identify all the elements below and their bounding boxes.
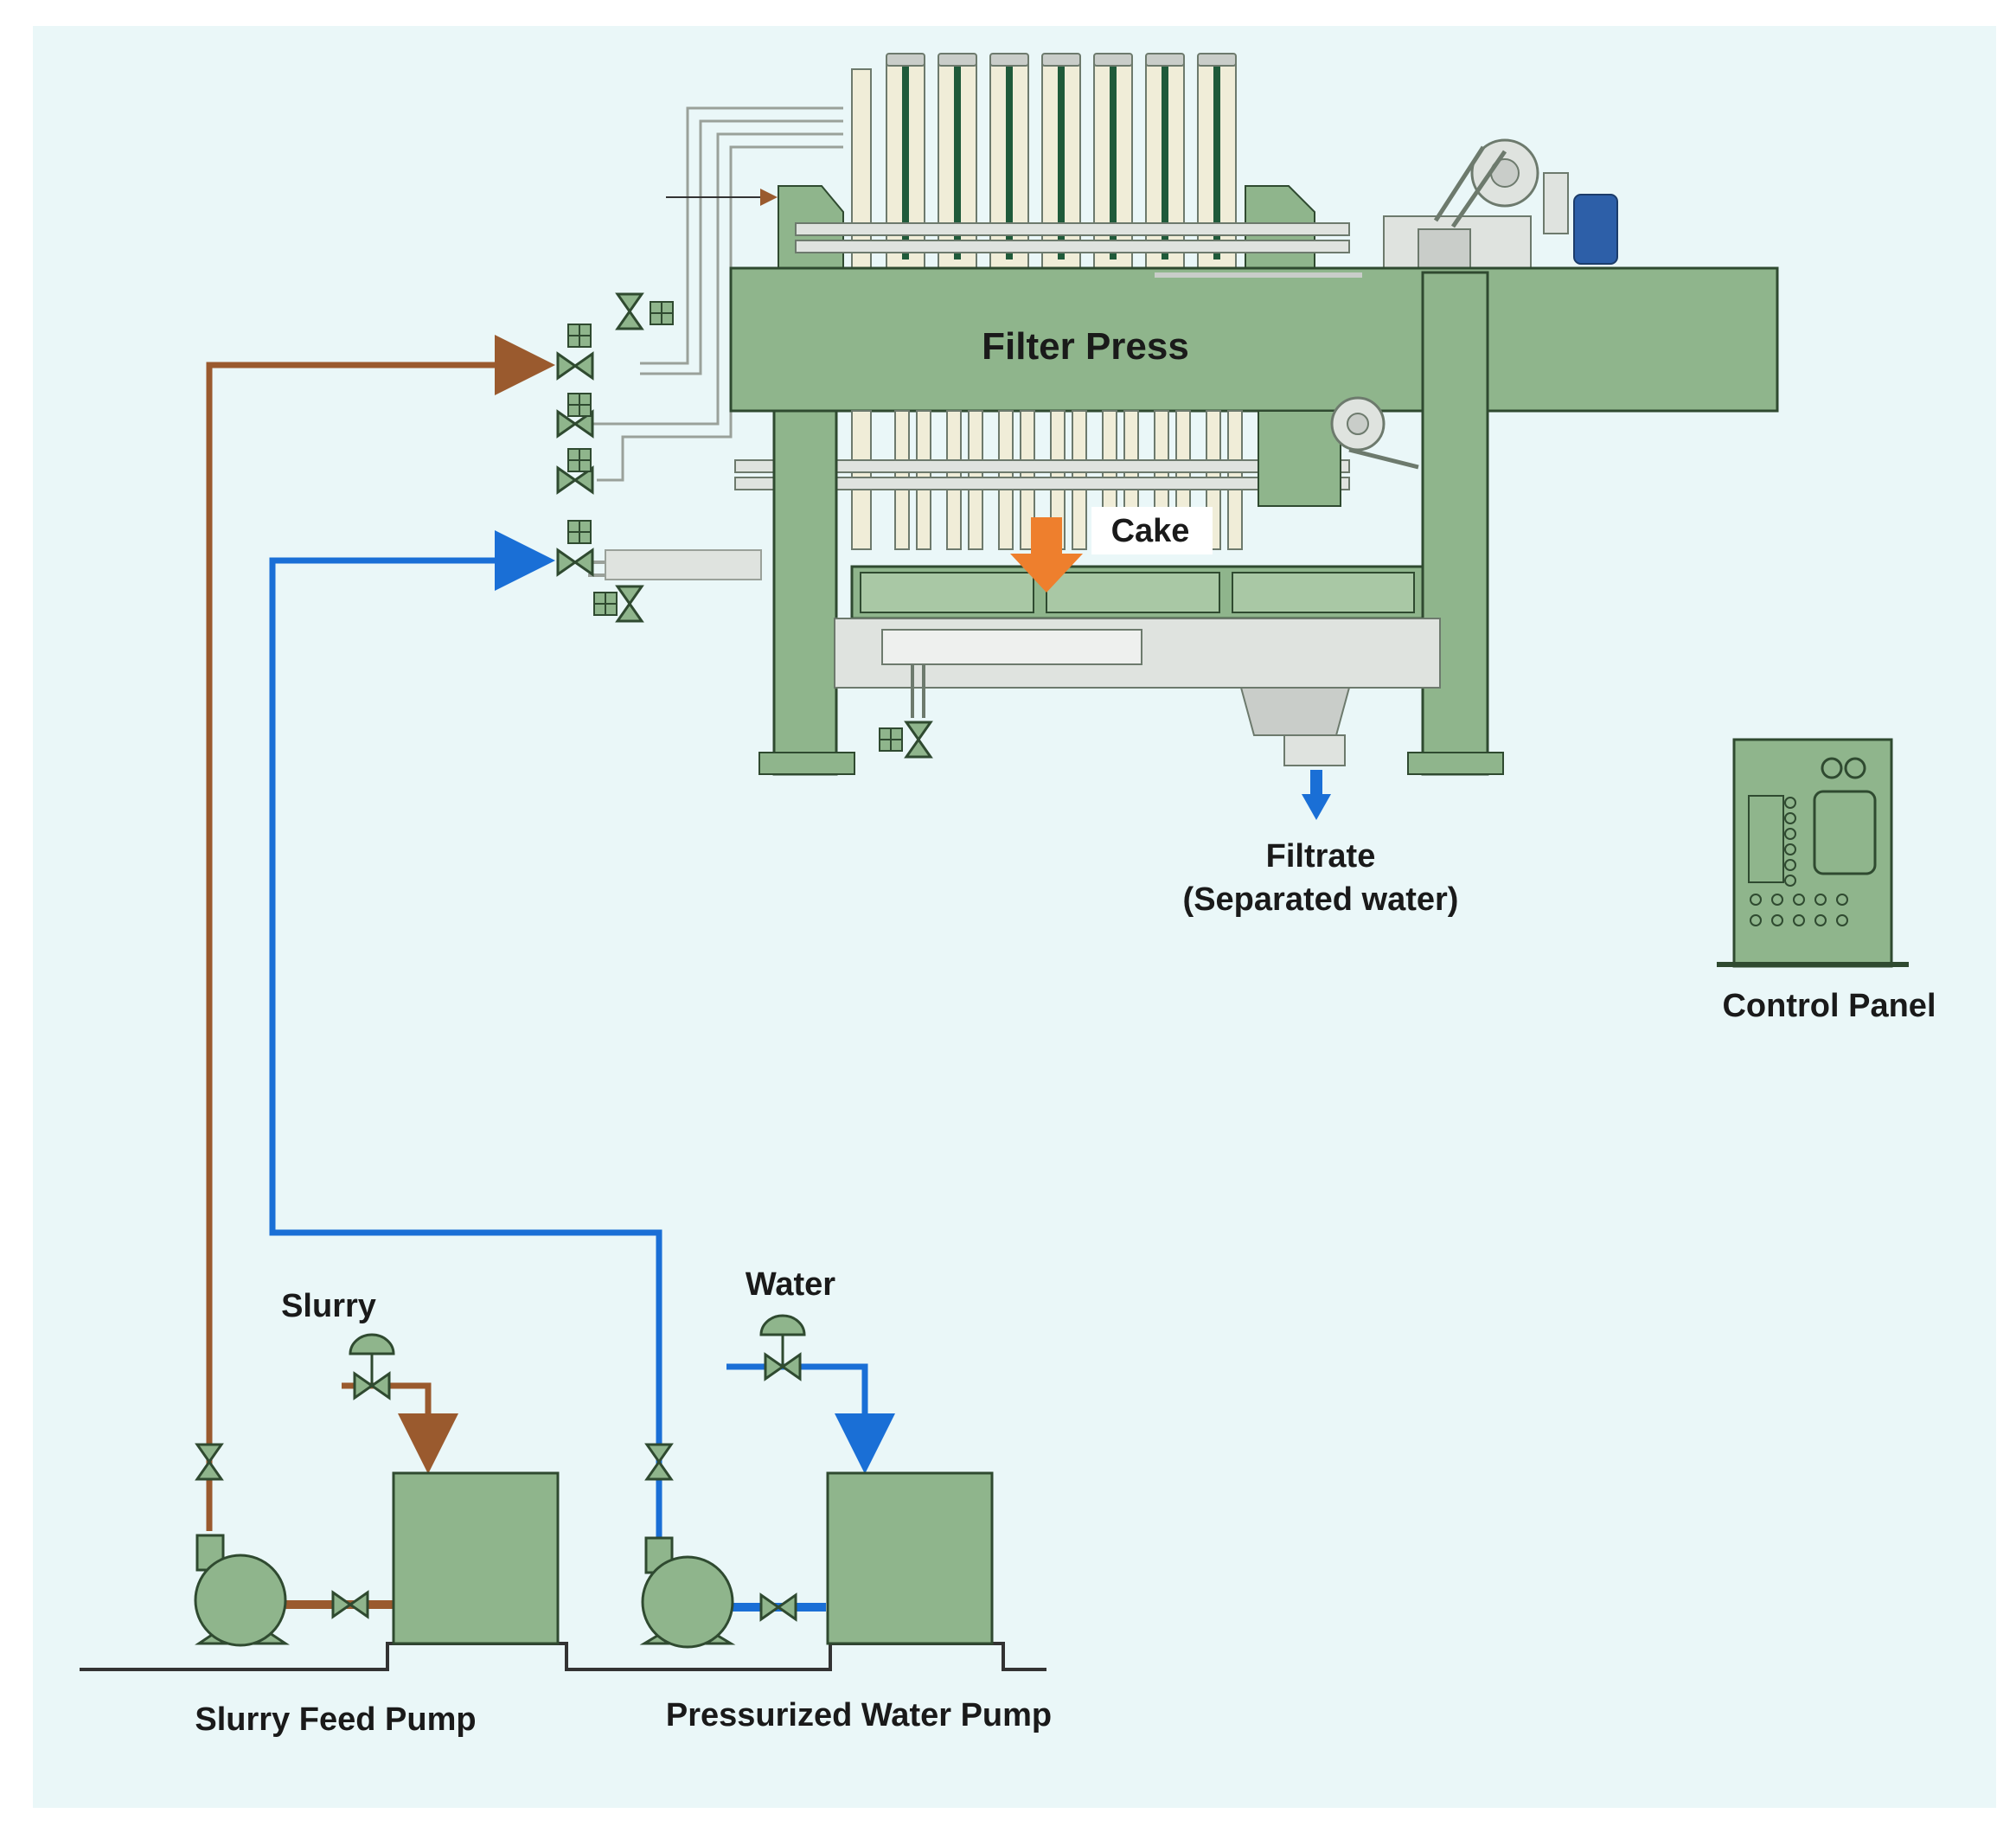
- cake-label: Cake: [1111, 513, 1190, 549]
- control-panel-label: Control Panel: [1722, 988, 1936, 1024]
- filter-press-label: Filter Press: [982, 325, 1189, 368]
- right-leg: [1421, 271, 1489, 776]
- water-label: Water: [746, 1266, 835, 1303]
- slurry-feed-pump-label: Slurry Feed Pump: [195, 1701, 476, 1738]
- slurry-feed-pump: [194, 1534, 290, 1647]
- water-tank: [826, 1471, 994, 1645]
- control-panel: [1717, 738, 1909, 968]
- filtrate-arrow: [1302, 770, 1331, 820]
- main-beam: [729, 266, 1779, 413]
- side-rail-upper-2: [795, 240, 1350, 253]
- wash-pipe: [605, 549, 762, 580]
- filtrate-label: Filtrate: [1266, 838, 1376, 875]
- cake-label-box: [1091, 507, 1213, 554]
- slurry-inlet-valve: [349, 1333, 395, 1400]
- water-inlet-valve: [759, 1314, 806, 1381]
- ground-line: [80, 1642, 1046, 1671]
- filtrate-sublabel: (Separated water): [1183, 881, 1459, 918]
- pressurized-water-pump: [639, 1536, 736, 1649]
- pressurized-water-pump-label: Pressurized Water Pump: [666, 1697, 1052, 1733]
- left-leg: [772, 409, 838, 776]
- slurry-label: Slurry: [281, 1288, 376, 1324]
- hydraulic-unit: [1383, 138, 1618, 269]
- side-rail-upper: [795, 222, 1350, 236]
- filter-press: Filter Press: [579, 53, 1779, 776]
- slurry-tank: [392, 1471, 560, 1645]
- cake-arrow: [1010, 517, 1083, 593]
- cake-hopper: [834, 565, 1441, 766]
- slurry-feed-line: [206, 335, 555, 1419]
- pressurized-water-line: [269, 530, 662, 1423]
